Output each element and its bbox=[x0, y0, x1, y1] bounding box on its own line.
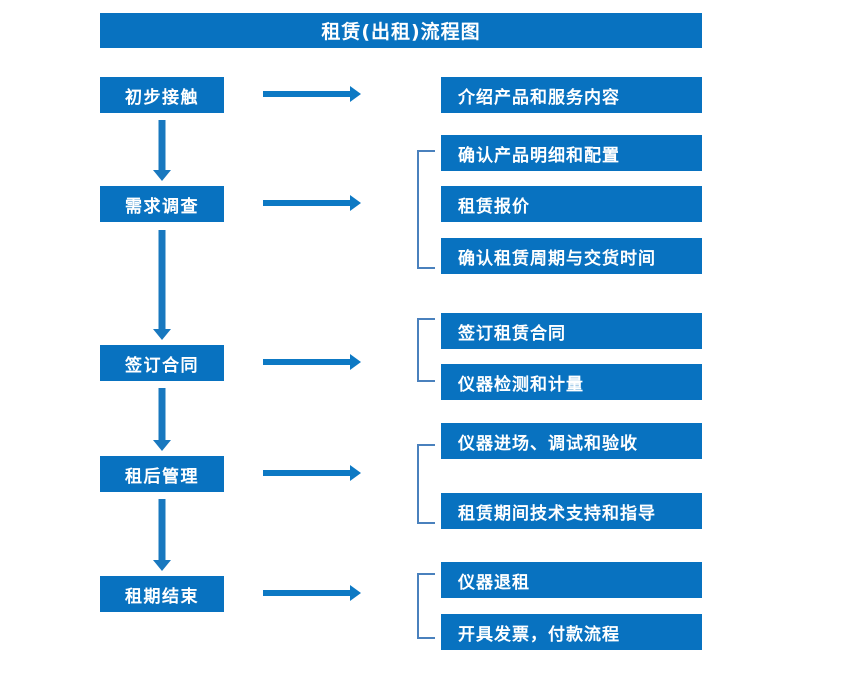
detail-box-confirm-lease-period[interactable]: 确认租赁周期与交货时间 bbox=[441, 238, 702, 274]
horizontal-arrow-icon-3 bbox=[263, 354, 361, 370]
detail-box-technical-support-label: 租赁期间技术支持和指导 bbox=[458, 503, 656, 524]
detail-box-introduce-products[interactable]: 介绍产品和服务内容 bbox=[441, 77, 702, 113]
stage-box-sign-contract[interactable]: 签订合同 bbox=[100, 345, 224, 381]
horizontal-arrow-icon-1 bbox=[263, 86, 361, 102]
vertical-arrow-icon-3 bbox=[146, 388, 178, 451]
group-bracket-icon-lease-end bbox=[417, 573, 435, 639]
horizontal-arrow-icon-5 bbox=[263, 585, 361, 601]
detail-box-confirm-product-spec[interactable]: 确认产品明细和配置 bbox=[441, 135, 702, 171]
detail-box-confirm-lease-period-label: 确认租赁周期与交货时间 bbox=[458, 248, 656, 269]
detail-box-instrument-inspection[interactable]: 仪器检测和计量 bbox=[441, 364, 702, 400]
group-bracket-icon-sign-contract bbox=[417, 318, 435, 382]
stage-box-initial-contact[interactable]: 初步接触 bbox=[100, 77, 224, 113]
stage-box-lease-end[interactable]: 租期结束 bbox=[100, 576, 224, 612]
detail-box-sign-lease-contract[interactable]: 签订租赁合同 bbox=[441, 313, 702, 349]
detail-box-lease-quotation[interactable]: 租赁报价 bbox=[441, 186, 702, 222]
flowchart-title: 租赁(出租)流程图 bbox=[100, 13, 702, 48]
stage-box-demand-survey[interactable]: 需求调查 bbox=[100, 186, 224, 222]
detail-box-instrument-return[interactable]: 仪器退租 bbox=[441, 562, 702, 598]
horizontal-arrow-icon-4 bbox=[263, 465, 361, 481]
detail-box-technical-support[interactable]: 租赁期间技术支持和指导 bbox=[441, 493, 702, 529]
group-bracket-icon-post-lease bbox=[417, 444, 435, 524]
vertical-arrow-icon-4 bbox=[146, 499, 178, 571]
detail-box-invoice-payment[interactable]: 开具发票，付款流程 bbox=[441, 614, 702, 650]
stage-box-post-lease-management[interactable]: 租后管理 bbox=[100, 456, 224, 492]
group-bracket-icon-demand-survey bbox=[417, 150, 435, 269]
detail-box-instrument-entry-commission[interactable]: 仪器进场、调试和验收 bbox=[441, 423, 702, 459]
horizontal-arrow-icon-2 bbox=[263, 195, 361, 211]
vertical-arrow-icon-2 bbox=[146, 230, 178, 340]
vertical-arrow-icon-1 bbox=[146, 120, 178, 181]
